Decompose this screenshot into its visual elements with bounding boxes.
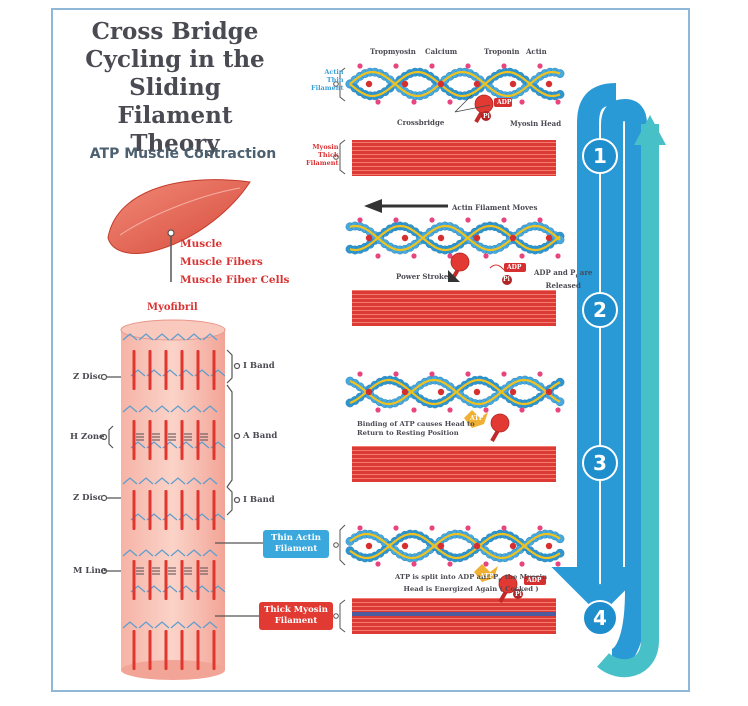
thin-actin-filament-box: Thin Actin Filament — [263, 530, 329, 558]
myofibril-label: Myofibril — [147, 302, 198, 313]
thin-actin-line-2: Filament — [274, 544, 318, 554]
step-1-number: 1 — [593, 144, 607, 168]
pi-tag-4: Pi — [515, 591, 522, 598]
atp-split-label: ATP is split into ADP and Pi, the Myosin… — [395, 573, 548, 594]
adp-tag-1: ADP — [497, 99, 512, 106]
power-stroke-label: Power Stroke — [396, 272, 449, 281]
title-line-1: Cross Bridge — [91, 18, 259, 45]
crossbridge-label: Crossbridge — [397, 118, 445, 127]
split-line-1b: , the Myosin — [500, 573, 548, 581]
actin-thin-line-2: Thin — [326, 76, 344, 84]
adp-tag-4: ADP — [527, 577, 542, 584]
pi-tag-1: Pi — [483, 113, 490, 120]
thick-myosin-line-2: Filament — [274, 616, 318, 626]
atp-tag-4: ATP — [480, 573, 494, 580]
page-title: Cross Bridge Cycling in the Sliding Fila… — [80, 18, 270, 158]
myofibril-cylinder — [120, 319, 226, 680]
thin-actin-line-1: Thin Actin — [271, 533, 321, 543]
panel-step-3 — [345, 371, 565, 482]
myosin-thick-line-3: Filament — [306, 159, 339, 167]
muscle-illustration — [107, 179, 251, 282]
panel-step-4 — [345, 525, 565, 634]
a-band-label: A Band — [243, 431, 278, 441]
split-line-2: Head is Energized Again ( Cocked ) — [403, 585, 539, 594]
binding-atp-label: Binding of ATP causes Head to Return to … — [357, 420, 475, 438]
right-markers — [215, 349, 263, 617]
troponin-label: Troponin — [484, 47, 520, 56]
muscle-fibers-label: Muscle Fibers — [180, 256, 263, 268]
binding-line-1: Binding of ATP causes Head to — [357, 420, 475, 428]
left-markers — [100, 373, 121, 575]
actin-label: Actin — [526, 47, 547, 56]
muscle-fiber-cells-label: Muscle Fiber Cells — [180, 274, 290, 286]
adp-pi-released-label: ADP and Pi are Released — [534, 268, 593, 291]
thick-myosin-line-1: Thick Myosin — [264, 605, 328, 615]
tropomyosin-label: Tropmyosin — [370, 47, 416, 56]
pi-tag-2: Pi — [503, 276, 510, 283]
calcium-label: Calcium — [425, 47, 458, 56]
title-line-4: Theory — [130, 130, 220, 157]
myosin-thick-filament-label: Myosin Thick Filament — [306, 143, 339, 167]
thick-myosin-filament-box: Thick Myosin Filament — [259, 602, 333, 630]
myosin-thick-line-2: Thick — [318, 151, 339, 159]
step-2-number: 2 — [593, 298, 607, 322]
m-line-label: M Line — [73, 566, 107, 576]
myosin-head-label: Myosin Head — [510, 119, 562, 128]
panel-step-2 — [345, 199, 565, 326]
subtitle: ATP Muscle Contraction — [89, 146, 277, 162]
z-disc-top-label: Z Disc — [73, 372, 103, 382]
i-band-bottom-label: I Band — [243, 495, 275, 505]
myosin-thick-line-1: Myosin — [312, 143, 339, 151]
actin-thin-line-1: Actin — [324, 68, 344, 76]
h-zone-label: H Zone — [70, 432, 105, 442]
title-line-3: Sliding Filament — [117, 74, 233, 129]
cycle-arrows — [551, 83, 666, 678]
binding-line-2: Return to Resting Position — [357, 429, 459, 437]
actin-filament-moves-label: Actin Filament Moves — [452, 203, 538, 212]
step-4-number: 4 — [593, 606, 607, 630]
title-line-2: Cycling in the — [85, 46, 265, 73]
step-3-number: 3 — [593, 451, 607, 475]
actin-thin-line-3: Filament — [311, 84, 344, 92]
z-disc-bottom-label: Z Disc — [73, 493, 103, 503]
adp-tag-2: ADP — [507, 264, 522, 271]
released-line-2: Released — [545, 281, 581, 291]
i-band-top-label: I Band — [243, 361, 275, 371]
muscle-label: Muscle — [180, 238, 223, 250]
atp-tag-3: ATP — [470, 415, 484, 422]
panel-step-1 — [345, 63, 565, 176]
actin-thin-filament-label: Actin Thin Filament — [311, 68, 344, 92]
split-line-1a: ATP is split into ADP and P — [395, 573, 499, 581]
step-markers — [582, 138, 618, 636]
panel-brackets — [333, 67, 346, 633]
released-line-1b: are — [579, 268, 593, 277]
released-line-1a: ADP and P — [534, 268, 576, 277]
